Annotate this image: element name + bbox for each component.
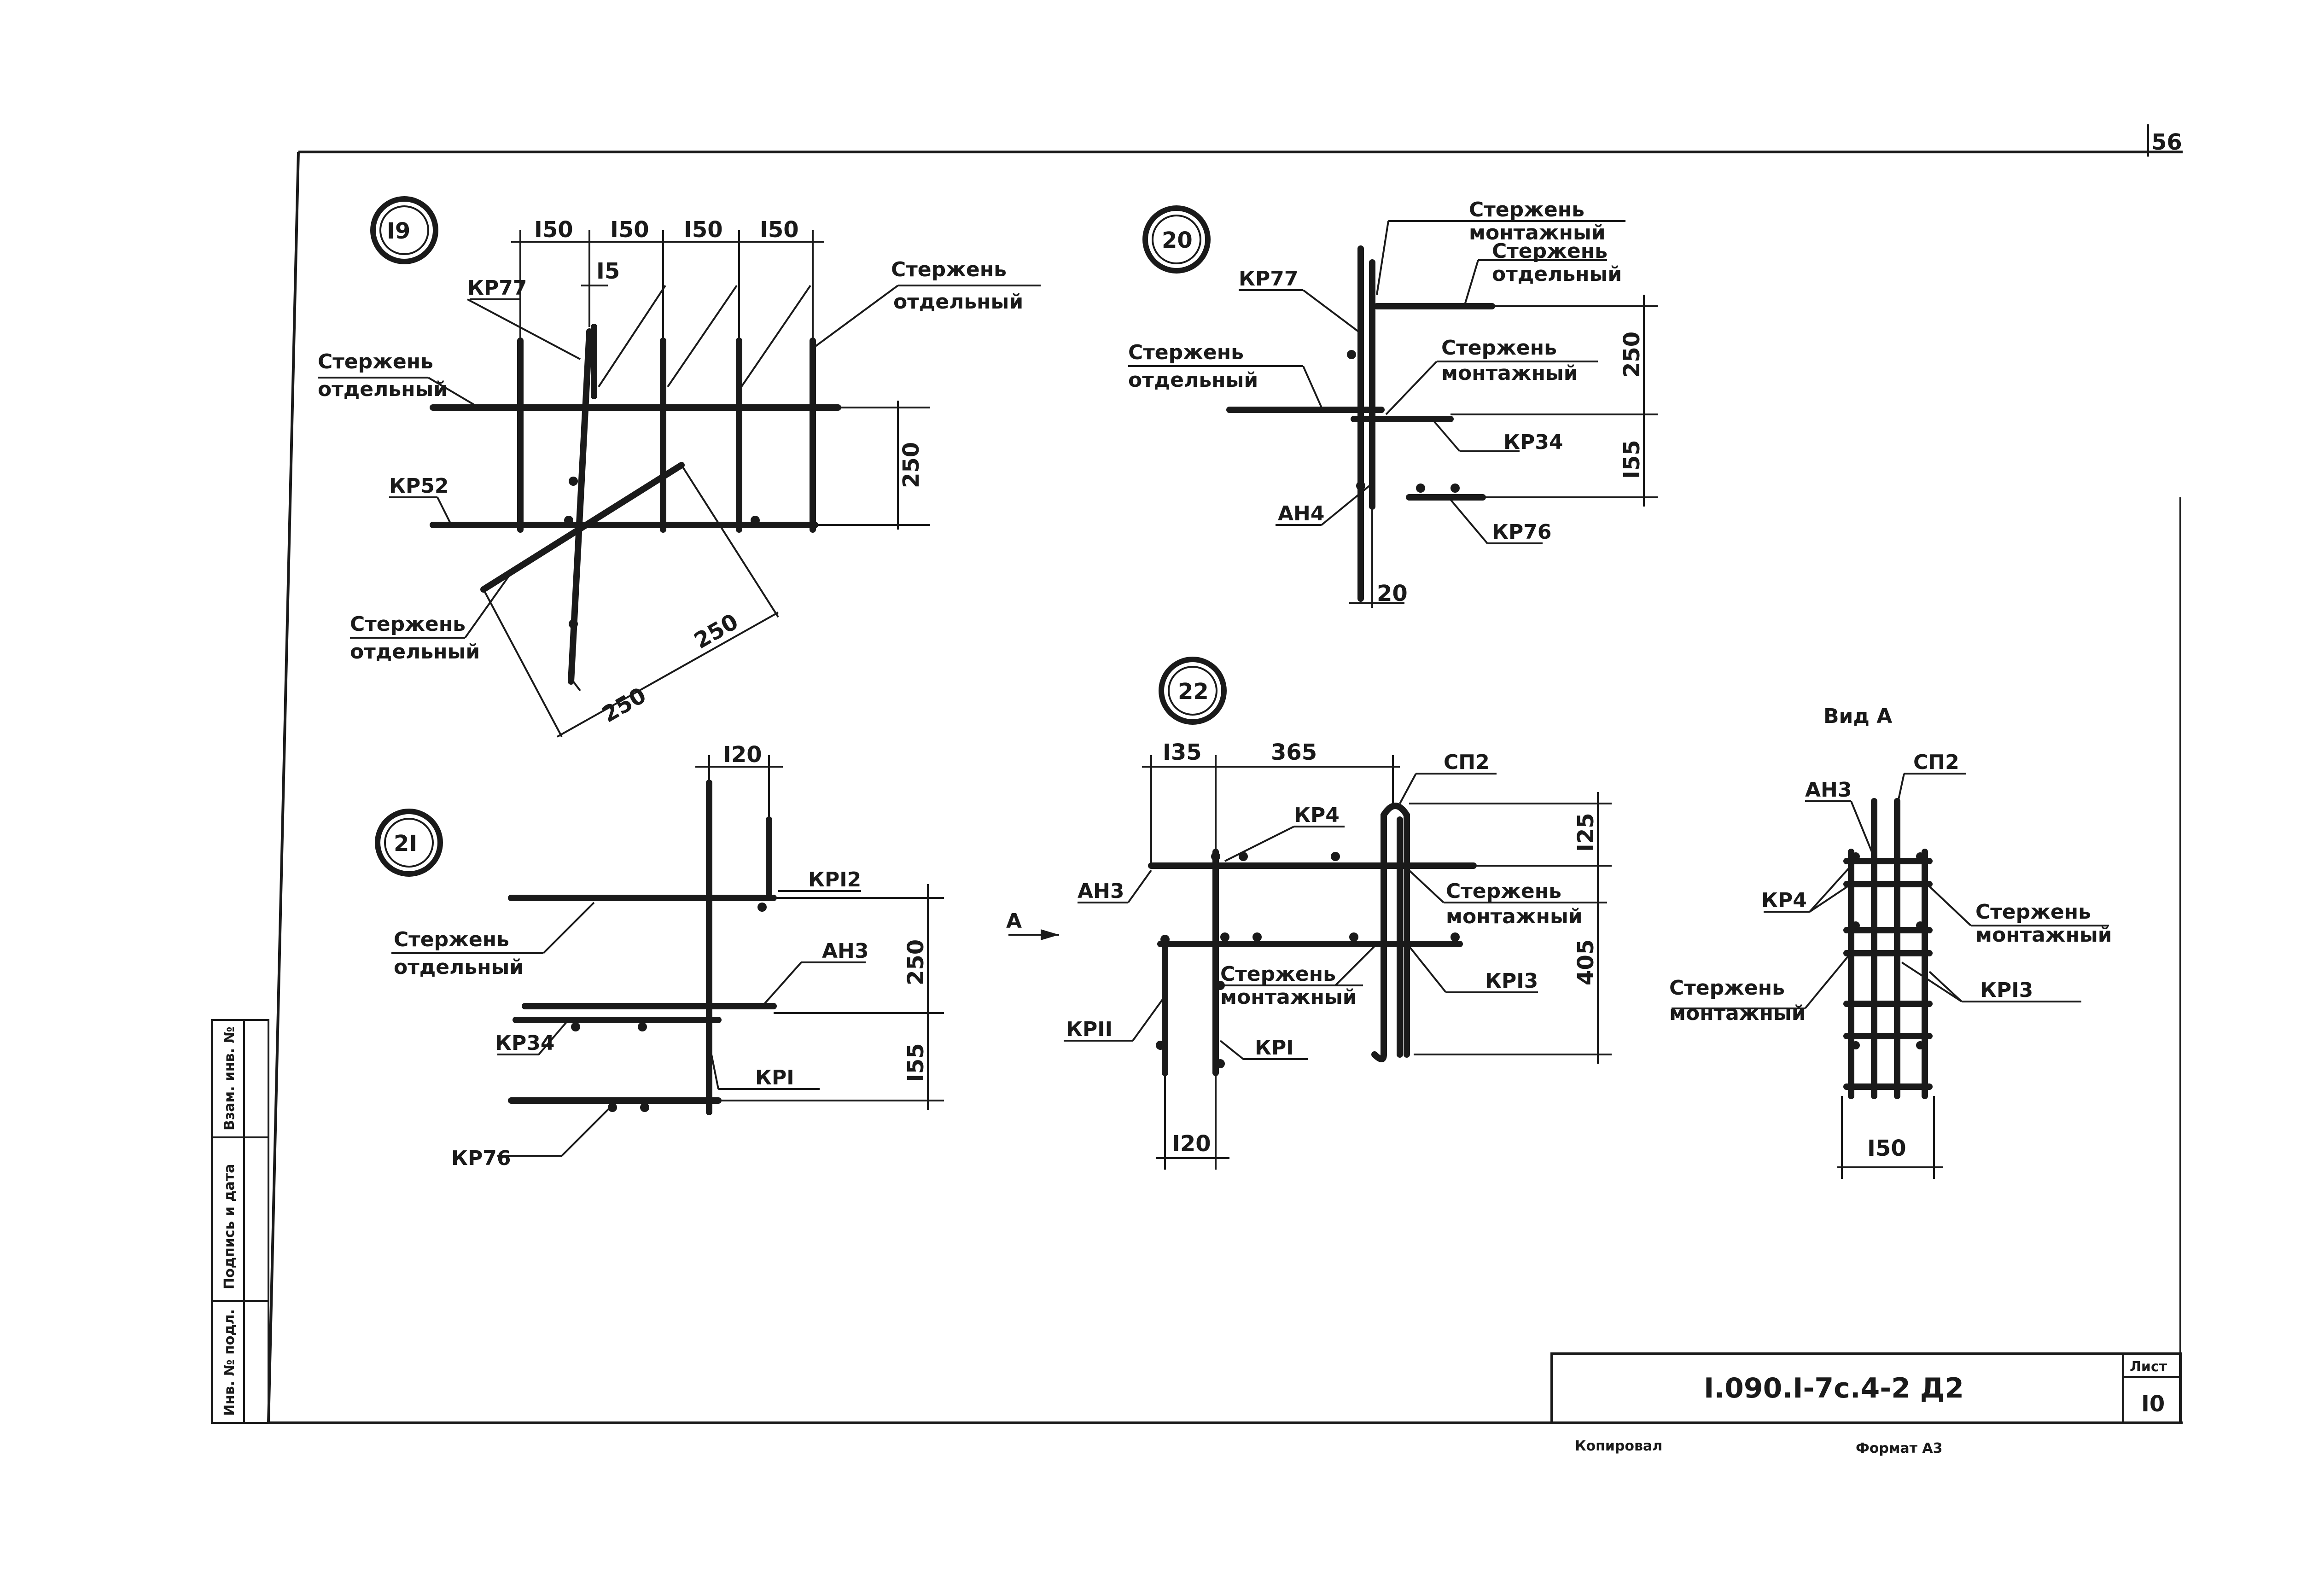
- sheet-number: I0: [2141, 1391, 2165, 1417]
- d21-dim-250: 250: [903, 939, 929, 985]
- d19-label-rod-1: Стержень: [891, 258, 1007, 281]
- drawing-code: I.090.I-7с.4-2 Д2: [1704, 1372, 1964, 1404]
- d19-dim-1: I50: [534, 217, 573, 243]
- d19-dim-6: 250: [898, 442, 924, 488]
- d19-dim-4: I50: [760, 217, 799, 243]
- d22-label-sp2: СП2: [1444, 751, 1490, 774]
- d21-label-rod: Стержень: [394, 928, 509, 951]
- d20-label-kr34: КР34: [1503, 431, 1563, 454]
- view-a: Вид А I50 АН3 СП2 КР4 Сте: [1669, 705, 2112, 1179]
- d22-label-rod-mont-2: Стержень: [1220, 962, 1336, 986]
- d21-label-an3: АН3: [822, 939, 869, 963]
- d20-label-kr77: КР77: [1239, 267, 1298, 291]
- d22-label-rod-mont-1b: монтажный: [1446, 905, 1583, 928]
- d20-label-rod-mont-2b: монтажный: [1441, 361, 1578, 385]
- d19-dim-3: I50: [684, 217, 723, 243]
- d21-label-rod-b: отдельный: [394, 955, 524, 979]
- d19-dim-2: I50: [610, 217, 649, 243]
- d19-label-rod-2: Стержень: [318, 350, 433, 373]
- viewa-label-sp2: СП2: [1913, 751, 1959, 774]
- stamp-original-inv: Инв. № подл.: [221, 1309, 238, 1416]
- detail-19-number: I9: [387, 218, 410, 244]
- viewa-label-rod-mont-2: Стержень: [1669, 976, 1785, 1000]
- d22-label-kr1: КРI: [1255, 1036, 1294, 1060]
- d21-label-kr34: КР34: [495, 1031, 554, 1055]
- d20-label-rod-sep-1b: отдельный: [1492, 262, 1622, 286]
- viewa-label-kr4: КР4: [1761, 889, 1807, 912]
- d22-label-kr11: КРII: [1066, 1018, 1113, 1041]
- d20-label-rod-mont-1: Стержень: [1469, 198, 1584, 221]
- title-block: I.090.I-7с.4-2 Д2 Лист I0: [1550, 1352, 2182, 1424]
- side-stamp: Взам. инв. № Подпись и дата Инв. № подл.: [211, 1019, 269, 1424]
- footer-format: Формат А3: [1856, 1440, 1943, 1456]
- d20-dim-20: 20: [1377, 581, 1408, 606]
- d19-label-rod-3: Стержень: [350, 612, 466, 636]
- d20-label-rod-mont-1b: монтажный: [1469, 221, 1606, 245]
- d22-label-kr13: КРI3: [1485, 969, 1538, 993]
- stamp-signature-date: Подпись и дата: [221, 1164, 238, 1289]
- viewa-dim-150: I50: [1867, 1136, 1906, 1161]
- d20-label-rod-sep-2b: отдельный: [1128, 368, 1258, 392]
- detail-19-marker: I9: [370, 196, 438, 264]
- d22-label-rod-mont-1: Стержень: [1446, 880, 1561, 903]
- d20-label-kr76: КР76: [1492, 520, 1551, 544]
- view-a-title: Вид А: [1823, 705, 1892, 728]
- detail-20-number: 20: [1162, 227, 1193, 253]
- detail-21: 2I I20 250 I55 КРI2 Стержень отдельный А…: [375, 742, 944, 1170]
- d21-label-kr76: КР76: [451, 1147, 511, 1170]
- d22-dim-365: 365: [1271, 740, 1317, 765]
- d22-dim-125: I25: [1573, 813, 1599, 852]
- detail-22-number: 22: [1178, 679, 1209, 705]
- detail-19: I9 I50 I50 I50 I50 I5 250: [318, 196, 1041, 738]
- d22-label-an3: АН3: [1078, 880, 1124, 903]
- stamp-replace-inv: Взам. инв. №: [221, 1026, 238, 1130]
- viewa-label-rod-mont-2b: монтажный: [1669, 1002, 1806, 1025]
- d21-dim-120: I20: [723, 742, 762, 768]
- detail-22-marker: 22: [1159, 657, 1227, 725]
- viewa-label-an3: АН3: [1805, 778, 1852, 802]
- d22-dim-120: I20: [1172, 1131, 1211, 1157]
- d20-dim-250: 250: [1619, 332, 1645, 378]
- detail-21-number: 2I: [394, 831, 417, 856]
- d22-arrow-label: А: [1006, 909, 1022, 933]
- d19-label-rod-1b: отдельный: [893, 290, 1023, 314]
- sheet-label: Лист: [2130, 1359, 2167, 1375]
- d19-label-rod-2b: отдельный: [318, 378, 448, 401]
- detail-22: 22 А I35 365 I25: [1006, 657, 1612, 1170]
- viewa-label-rod-mont-1b: монтажный: [1975, 923, 2112, 947]
- detail-20: 20 250 I55 20 КР77 Стержень монтажный Ст…: [1128, 198, 1658, 608]
- d22-label-rod-mont-2b: монтажный: [1220, 985, 1357, 1009]
- d20-label-an4: АН4: [1278, 502, 1325, 525]
- d22-dim-135: I35: [1163, 740, 1202, 765]
- d20-label-rod-mont-2: Стержень: [1441, 336, 1557, 360]
- d21-label-kr12: КРI2: [808, 868, 861, 891]
- viewa-label-rod-mont-1: Стержень: [1975, 900, 2091, 924]
- d20-label-rod-sep-2: Стержень: [1128, 341, 1244, 364]
- d19-label-kr77: КР77: [467, 276, 527, 300]
- d20-dim-155: I55: [1619, 440, 1645, 479]
- footer-copied-by: Копировал: [1575, 1438, 1662, 1454]
- d19-label-kr52: КР52: [389, 474, 449, 498]
- d22-label-kr4: КР4: [1294, 804, 1340, 827]
- viewa-label-kr13: КРI3: [1980, 979, 2033, 1002]
- d19-label-rod-3b: отдельный: [350, 640, 480, 664]
- d22-dim-405: 405: [1573, 939, 1599, 985]
- d21-label-kr1: КРI: [755, 1066, 794, 1089]
- d20-label-rod-sep-1: Стержень: [1492, 239, 1608, 263]
- detail-20-marker: 20: [1142, 205, 1211, 274]
- d21-dim-155: I55: [903, 1043, 929, 1082]
- detail-21-marker: 2I: [375, 809, 443, 877]
- d19-dim-5: I5: [596, 258, 620, 284]
